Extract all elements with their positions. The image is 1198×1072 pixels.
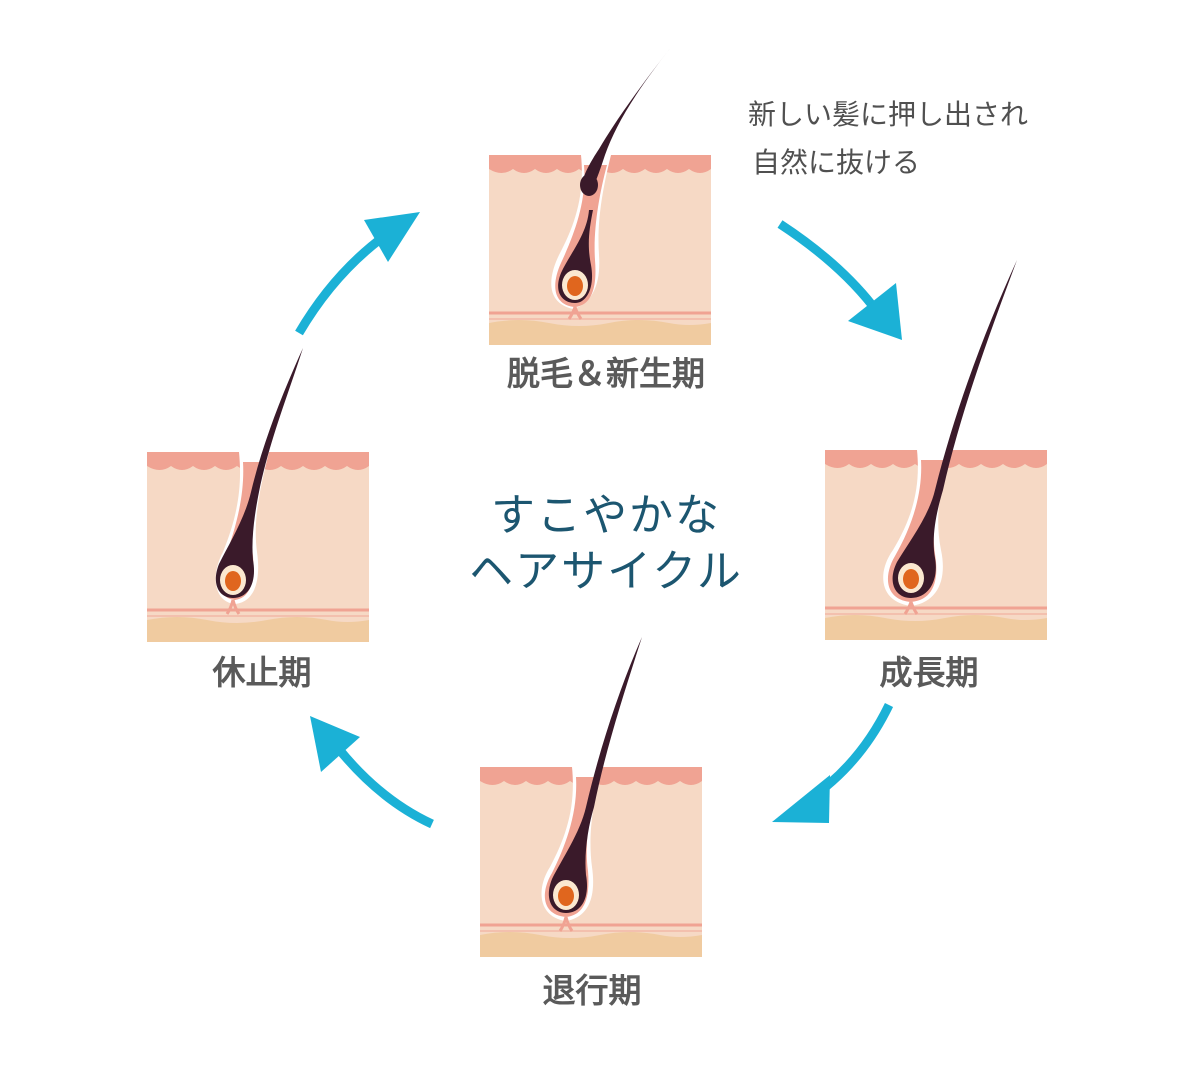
note-line-1: 新しい髪に押し出され: [748, 98, 1028, 131]
note-line-2: 自然に抜ける: [752, 146, 920, 179]
stage-regression: [478, 637, 704, 959]
arrow-shedding-to-growth: [777, 220, 902, 340]
hair-shaft: [215, 348, 303, 598]
center-title-line-1: すこやかな: [491, 490, 721, 541]
stage-growth: [823, 260, 1049, 642]
stage-label-resting: 休止期: [212, 653, 312, 692]
old-hair: [581, 42, 675, 193]
stage-resting: [145, 348, 371, 644]
arrow-regression-to-resting: [310, 716, 434, 829]
stage-label-shedding: 脱毛＆新生期: [507, 354, 705, 393]
papilla: [225, 571, 241, 591]
stage-label-growth: 成長期: [880, 653, 979, 692]
papilla: [567, 276, 583, 296]
hair-shaft: [892, 260, 1017, 598]
hair-shaft: [548, 637, 642, 913]
stage-label-regression: 退行期: [543, 971, 642, 1010]
arrow-resting-to-shedding: [295, 212, 420, 336]
papilla: [903, 569, 919, 589]
papilla: [558, 886, 574, 906]
center-title-line-2: ヘアサイクル: [469, 546, 743, 597]
stage-shedding: [487, 42, 713, 347]
arrow-growth-to-regression: [772, 703, 894, 823]
